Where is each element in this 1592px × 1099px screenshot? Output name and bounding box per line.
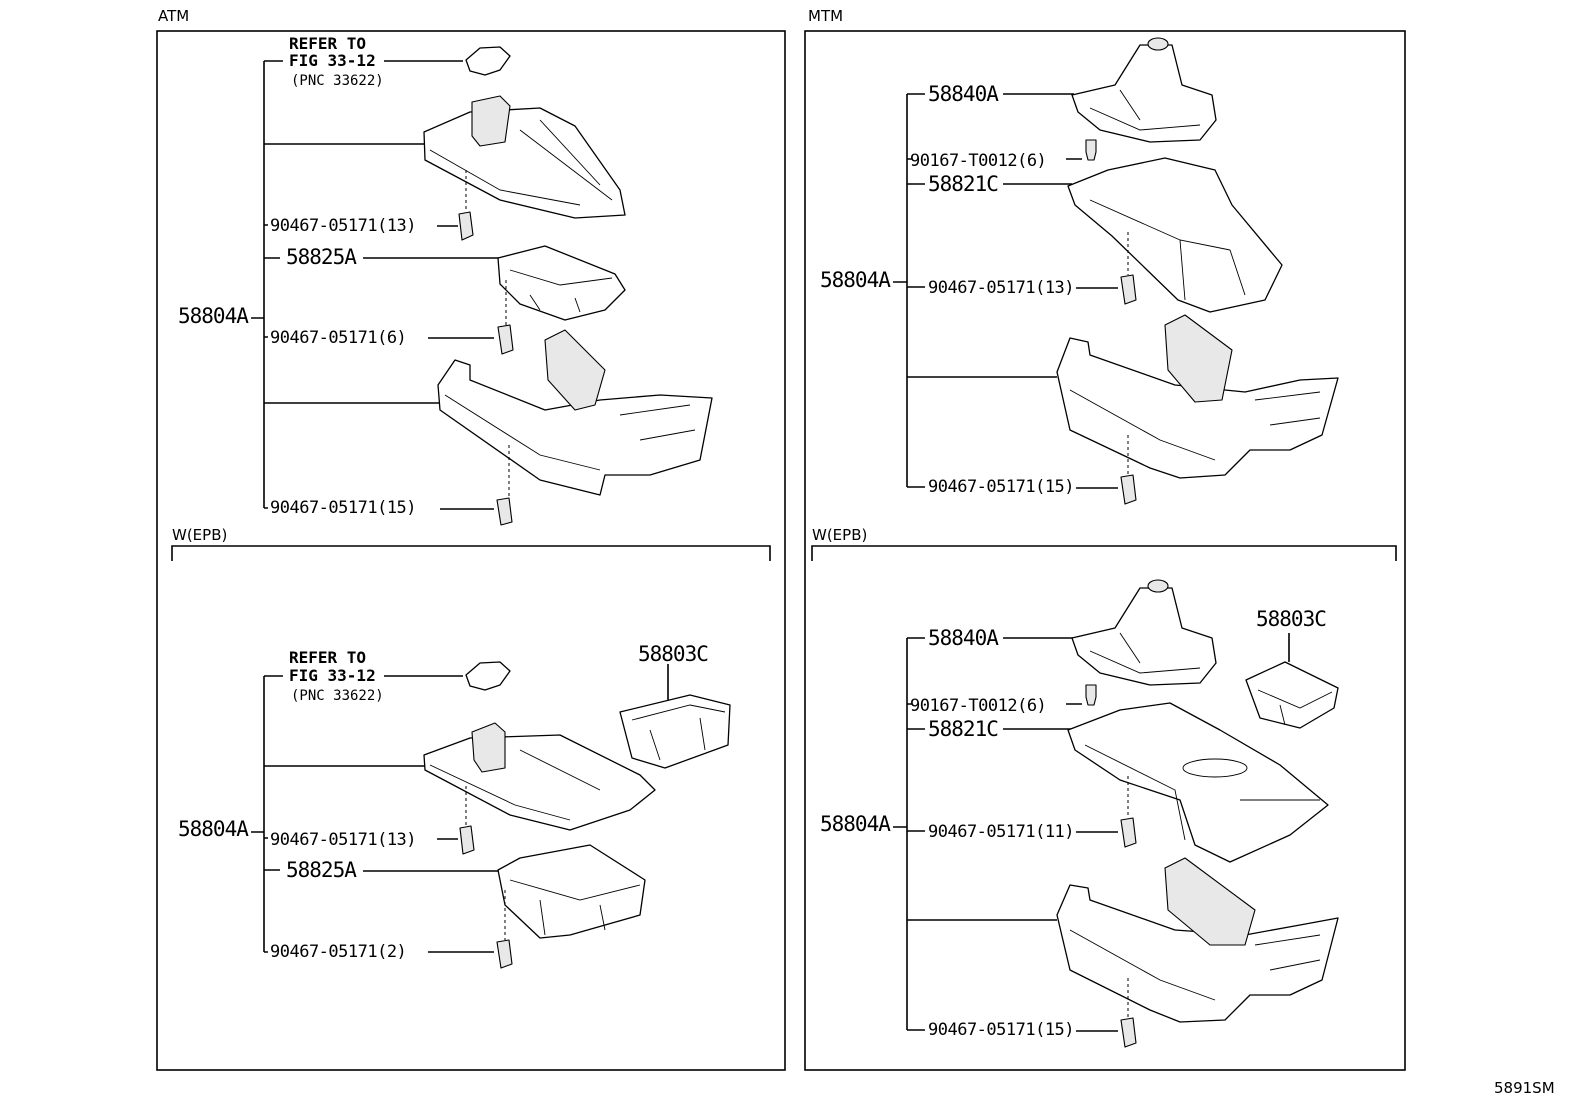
shift-boot-icon — [1071, 587, 1217, 686]
mtm-epb-label-p1: 90467-05171(11) — [928, 822, 1074, 842]
tray-detail — [631, 704, 726, 761]
atm-leader-tree — [251, 60, 440, 509]
mtm-leader-tree — [893, 93, 1057, 488]
atm-epb-label-p1: 90467-05171(13) — [270, 830, 416, 850]
mtm-epb-assy-label: 58804A — [820, 812, 891, 836]
atm-top-group: REFER TO FIG 33-12 (PNC 33622) 58804A 90… — [178, 34, 713, 526]
atm-epb-label-p2: 58825A — [286, 858, 357, 882]
section-label-mtm: MTM — [808, 7, 843, 25]
tray-icon — [619, 694, 731, 769]
section-label-mtm-epb: W(EPB) — [812, 526, 867, 544]
mtm-epb-screw-label: 90167-T0012(6) — [910, 696, 1046, 716]
upper-panel-detail — [429, 749, 601, 821]
storage-box-icon — [497, 245, 626, 321]
clip-icon — [459, 825, 475, 855]
footer-code: 5891SM — [1494, 1079, 1555, 1097]
mtm-epb-group: 58840A 90167-T0012(6) 58821C 58803C 5880… — [820, 579, 1339, 1048]
clip-icon — [1120, 817, 1137, 848]
boot-top-icon — [1147, 37, 1169, 51]
atm-epb-group: REFER TO FIG 33-12 (PNC 33622) 58803C 58… — [178, 642, 731, 969]
atm-pnc-ref: (PNC 33622) — [291, 73, 384, 89]
shift-panel-icon — [1067, 157, 1283, 313]
box-detail — [509, 269, 613, 313]
atm-label-p1: 90467-05171(13) — [270, 216, 416, 236]
shifter-boot-icon — [471, 722, 506, 773]
box-detail — [509, 879, 641, 936]
panel-opening — [1182, 758, 1248, 778]
section-label-atm: ATM — [158, 7, 189, 25]
atm-epb-leader-tree — [251, 675, 425, 953]
mtm-epb-boot-label: 58840A — [928, 626, 999, 650]
clip-icon — [496, 939, 513, 969]
clip-icon — [458, 211, 474, 241]
shifter-boot-icon — [471, 95, 511, 147]
mtm-epb-bracket — [811, 545, 1397, 561]
atm-label-p4: 90467-05171(15) — [270, 498, 416, 518]
clip-icon — [496, 497, 513, 526]
atm-epb-bracket — [171, 545, 771, 561]
section-label-atm-epb: W(EPB) — [172, 526, 227, 544]
atm-frame — [156, 30, 786, 1071]
lower-console-icon — [1056, 337, 1339, 479]
atm-epb-refer-to: REFER TO — [289, 648, 366, 667]
mtm-frame — [804, 30, 1406, 1071]
atm-epb-pnc-ref: (PNC 33622) — [291, 688, 384, 704]
atm-leaders — [363, 60, 500, 510]
atm-epb-fig-ref: FIG 33-12 — [289, 666, 376, 685]
lower-console-detail — [1069, 929, 1321, 1001]
lower-console-detail — [1069, 389, 1321, 461]
mtm-boot-label: 58840A — [928, 82, 999, 106]
boot-detail — [1089, 632, 1201, 674]
shift-knob-cap-icon — [465, 46, 511, 76]
panel-detail — [1084, 744, 1320, 841]
atm-refer-to: REFER TO — [289, 34, 366, 53]
screw-icon — [1085, 684, 1097, 706]
mtm-epb-tray-label: 58803C — [1256, 607, 1326, 631]
clip-icon — [1120, 474, 1137, 505]
atm-epb-assy-label: 58804A — [178, 817, 249, 841]
shift-boot-icon — [1071, 44, 1217, 143]
mtm-epb-label-p2: 90467-05171(15) — [928, 1020, 1074, 1040]
clip-icon — [497, 324, 514, 355]
mtm-leaders — [1003, 93, 1118, 489]
atm-assy-label: 58804A — [178, 304, 249, 328]
mtm-epb-panel-label: 58821C — [928, 717, 998, 741]
clip-icon — [1120, 274, 1137, 305]
lower-console-detail — [444, 394, 696, 471]
mtm-label-p1: 90467-05171(13) — [928, 278, 1074, 298]
shift-knob-cap-icon — [465, 661, 511, 691]
mtm-assy-label: 58804A — [820, 268, 891, 292]
tray-icon — [1245, 661, 1339, 729]
screw-icon — [1085, 139, 1097, 161]
mtm-screw-label: 90167-T0012(6) — [910, 151, 1046, 171]
lower-console-icon — [1056, 884, 1339, 1023]
lower-console-bracket-icon — [544, 329, 606, 411]
storage-box-icon — [497, 844, 646, 939]
mtm-top-group: 58840A 90167-T0012(6) 58821C 58804A 9046… — [820, 37, 1339, 505]
mtm-epb-leader-tree — [893, 637, 1057, 1031]
mtm-label-p2: 90467-05171(15) — [928, 477, 1074, 497]
lower-console-bracket-icon — [1164, 857, 1256, 946]
lower-console-icon — [437, 359, 713, 496]
atm-epb-label-p3: 90467-05171(2) — [270, 942, 406, 962]
mtm-epb-leaders — [1003, 633, 1290, 1032]
shift-panel-icon — [1067, 702, 1329, 863]
atm-epb-leaders — [363, 664, 669, 953]
tray-detail — [1257, 689, 1333, 726]
boot-top-icon — [1147, 579, 1169, 593]
panel-detail — [1089, 199, 1246, 301]
upper-console-panel-icon — [423, 107, 626, 219]
boot-detail — [1089, 89, 1201, 131]
upper-panel-detail — [429, 119, 613, 206]
lower-console-bracket-icon — [1164, 314, 1233, 403]
atm-label-p3: 90467-05171(6) — [270, 328, 406, 348]
atm-label-p2: 58825A — [286, 245, 357, 269]
mtm-panel-label: 58821C — [928, 172, 998, 196]
atm-epb-tray-label: 58803C — [638, 642, 708, 666]
atm-fig-ref: FIG 33-12 — [289, 51, 376, 70]
upper-console-panel-icon — [423, 734, 656, 831]
clip-icon — [1120, 1017, 1137, 1048]
